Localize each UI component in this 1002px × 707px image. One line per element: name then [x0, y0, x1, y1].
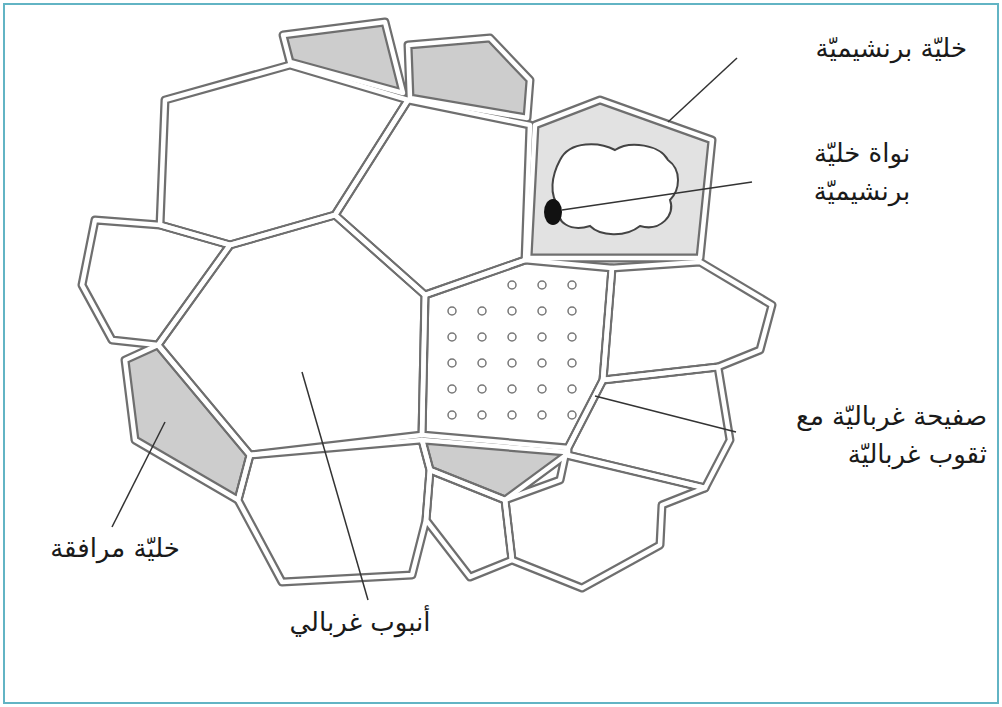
plant-cell	[603, 262, 772, 380]
plant-cell	[238, 440, 430, 582]
cell-wall	[603, 262, 772, 380]
leader-line	[562, 182, 752, 210]
sieve-pore	[508, 333, 516, 341]
sieve-pore	[568, 411, 576, 419]
sieve-pore	[568, 281, 576, 289]
cell-wall	[125, 345, 250, 500]
cell-wall	[505, 455, 705, 588]
sieve-pore	[538, 307, 546, 315]
sieve-pore	[448, 333, 456, 341]
sieve-pore	[478, 333, 486, 341]
plant-cell	[125, 345, 250, 500]
cell-wall	[158, 215, 425, 455]
frame	[4, 4, 998, 703]
sieve-pore	[568, 333, 576, 341]
sieve-pore	[568, 307, 576, 315]
sieve-pore	[448, 307, 456, 315]
sieve-pore	[538, 385, 546, 393]
cell-wall	[82, 220, 230, 345]
sieve-pore	[568, 385, 576, 393]
leader-line	[302, 372, 368, 600]
sieve-pore	[508, 385, 516, 393]
sieve-pore	[448, 385, 456, 393]
plant-cell	[426, 470, 512, 577]
cell-wall	[335, 100, 530, 295]
vacuole-outline	[552, 144, 678, 234]
sieve-pore	[478, 385, 486, 393]
sieve-pore	[538, 411, 546, 419]
cell-wall	[568, 367, 730, 488]
cell-wall	[238, 440, 430, 582]
nucleus	[544, 199, 562, 225]
part-label: نواة خليّة برنشيميّة	[762, 135, 962, 210]
sieve-pore	[538, 281, 546, 289]
cell-wall	[158, 215, 425, 455]
cell-wall	[426, 470, 512, 577]
sieve-pore	[538, 359, 546, 367]
sieve-pore	[508, 411, 516, 419]
part-label: صفيحة غرباليّة مع ثقوب غرباليّة	[745, 398, 987, 473]
part-label: خليّة مرافقة	[25, 530, 205, 568]
cell-wall	[528, 100, 712, 258]
sieve-pore	[478, 359, 486, 367]
sieve-pore	[478, 307, 486, 315]
part-label: أنبوب غربالي	[255, 604, 465, 642]
sieve-pore	[508, 281, 516, 289]
cell-wall	[603, 262, 772, 380]
sieve-pore	[508, 307, 516, 315]
cell-wall	[426, 470, 512, 577]
leader-line	[595, 396, 736, 432]
sieve-pore	[448, 411, 456, 419]
plant-cell	[505, 455, 705, 588]
sieve-pore	[478, 411, 486, 419]
cells	[82, 22, 772, 588]
sieve-pore	[568, 359, 576, 367]
cell-wall	[505, 455, 705, 588]
cell-wall	[238, 440, 430, 582]
leader-line	[112, 422, 165, 527]
sieve-pore	[448, 359, 456, 367]
leader-line	[668, 58, 737, 122]
sieve-pore	[508, 359, 516, 367]
cell-wall	[528, 100, 712, 258]
sieve-pore	[538, 333, 546, 341]
part-label: خليّة برنشيميّة	[745, 30, 967, 68]
cell-wall	[125, 345, 250, 500]
cell-wall	[568, 367, 730, 488]
plant-cell	[528, 100, 712, 258]
